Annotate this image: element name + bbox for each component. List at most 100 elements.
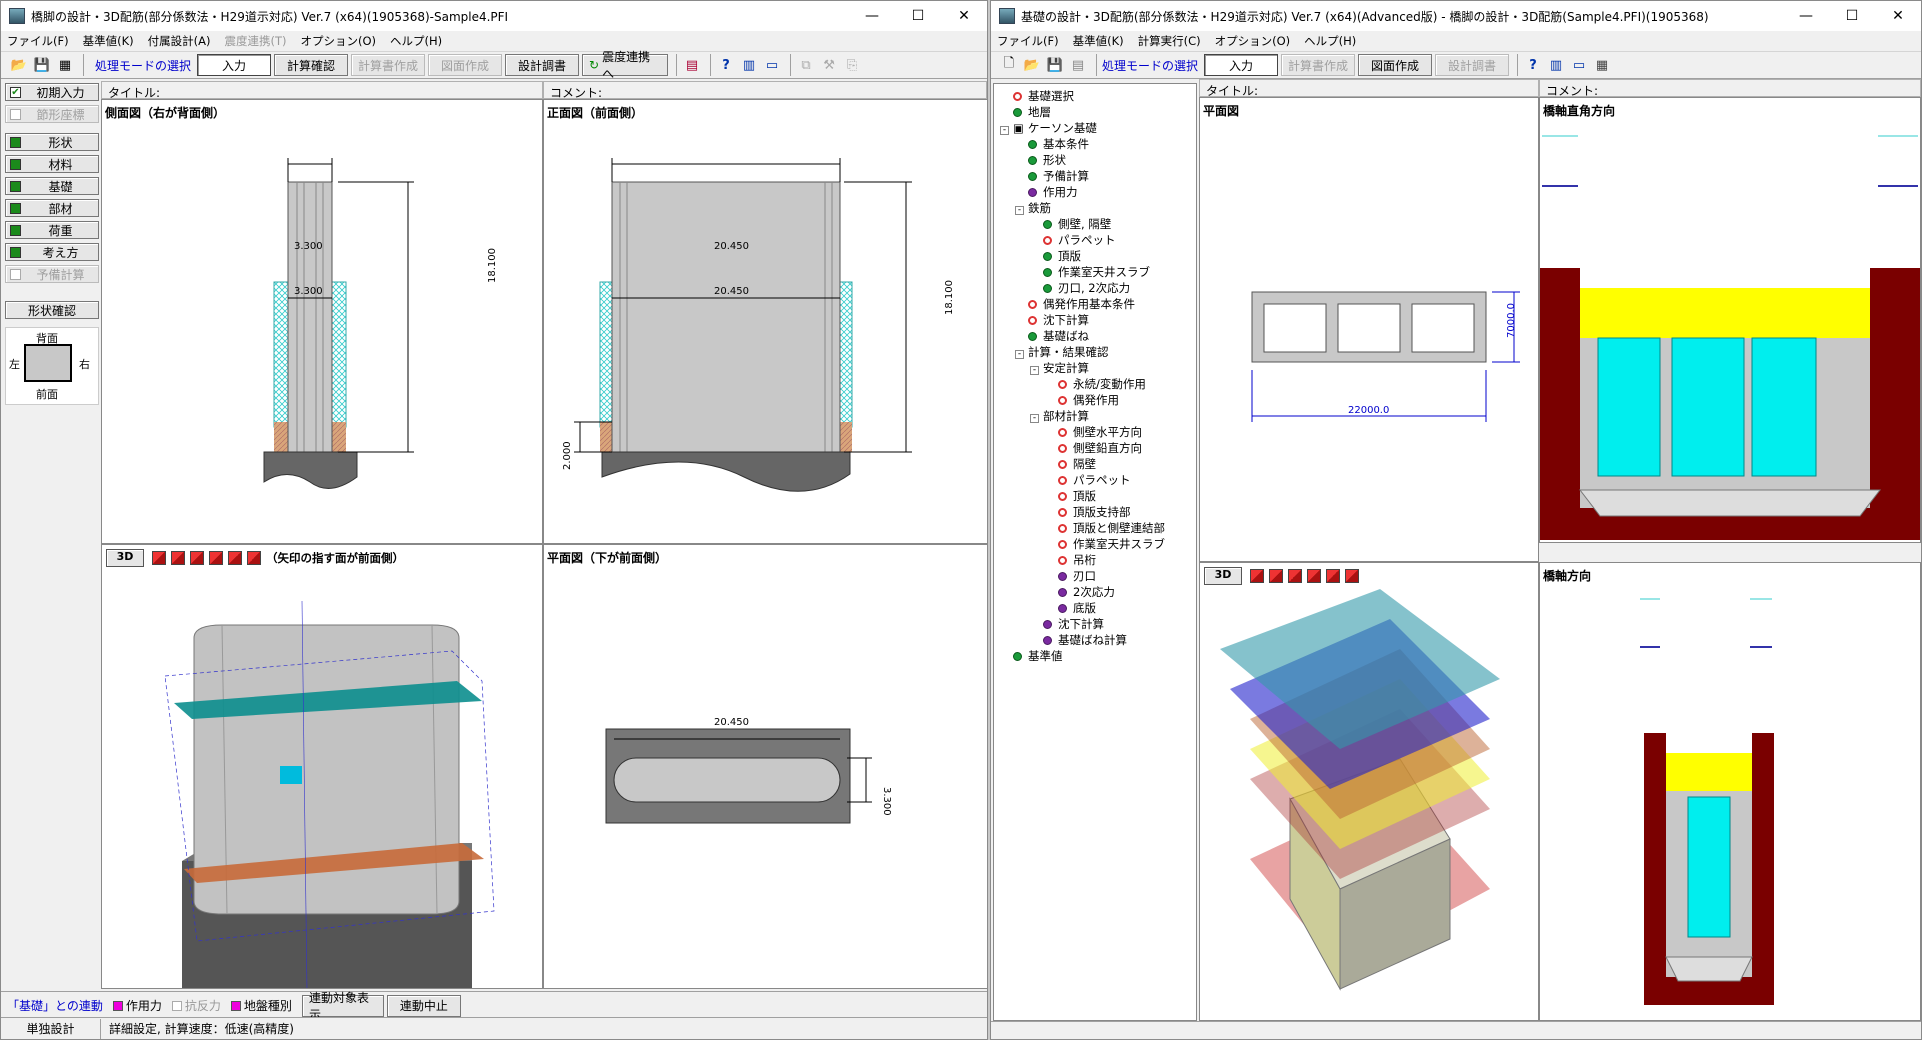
minimize-button[interactable]: — <box>1799 8 1813 24</box>
input-button[interactable]: 入力 <box>1204 54 1279 76</box>
tree-item[interactable]: 頂版 <box>1000 248 1196 264</box>
sidebar-item-precalc[interactable]: 予備計算 <box>5 265 99 283</box>
menu-calc-run[interactable]: 計算実行(C) <box>1137 34 1201 48</box>
drawing-create-button[interactable]: 図面作成 <box>428 54 503 76</box>
sidebar-item-initial[interactable]: ✔初期入力 <box>5 83 99 101</box>
side-view-panel[interactable]: 側面図（右が背面側） 3.300 3.300 18.100 <box>101 99 543 544</box>
tree-item[interactable]: 沈下計算 <box>1000 616 1196 632</box>
tree-item[interactable]: 基準値 <box>1000 648 1196 664</box>
help-icon[interactable]: ? <box>722 57 730 73</box>
close-button[interactable]: ✕ <box>1892 8 1904 24</box>
link-ground[interactable]: 地盤種別 <box>230 997 292 1014</box>
tree-item[interactable]: 沈下計算 <box>1000 312 1196 328</box>
tree-item[interactable]: 頂版と側壁連結部 <box>1000 520 1196 536</box>
link-reaction[interactable]: 抗反力 <box>171 997 221 1014</box>
cube-view-icon[interactable] <box>1269 569 1283 583</box>
open-folder-icon[interactable]: 📂 <box>1023 57 1041 73</box>
tree-item[interactable]: 基礎ばね <box>1000 328 1196 344</box>
maximize-button[interactable]: ☐ <box>911 8 925 24</box>
report-create-button[interactable]: 計算書作成 <box>1281 54 1356 76</box>
tree-item[interactable]: 予備計算 <box>1000 168 1196 184</box>
collapse-icon[interactable]: - <box>1030 366 1039 375</box>
cube-view-icon[interactable] <box>152 551 166 565</box>
menu-file[interactable]: ファイル(F) <box>7 34 69 48</box>
sidebar-item-material[interactable]: 材料 <box>5 155 99 173</box>
cube-view-icon[interactable] <box>1250 569 1264 583</box>
design-record-button[interactable]: 設計調書 <box>505 54 580 76</box>
menu-attached-design[interactable]: 付属設計(A) <box>147 34 211 48</box>
collapse-icon[interactable]: - <box>1015 350 1024 359</box>
print-icon[interactable]: ▤ <box>1071 57 1085 73</box>
collapse-icon[interactable]: - <box>1000 126 1009 135</box>
btn-3d[interactable]: 3D <box>106 549 144 567</box>
menu-standard[interactable]: 基準値(K) <box>82 34 134 48</box>
tree-item[interactable]: 永続/変動作用 <box>1000 376 1196 392</box>
tree-item[interactable]: 基礎ばね計算 <box>1000 632 1196 648</box>
view-3d-panel[interactable]: 3D <box>1199 562 1539 1021</box>
tree-item[interactable]: 刃口 <box>1000 568 1196 584</box>
menu-help[interactable]: ヘルプ(H) <box>1304 34 1357 48</box>
sidebar-item-foundation[interactable]: 基礎 <box>5 177 99 195</box>
tree-item[interactable]: -▣ケーソン基礎 <box>1000 120 1196 136</box>
card-icon[interactable]: ▭ <box>765 57 779 73</box>
book-icon[interactable]: ▥ <box>742 57 756 73</box>
input-button[interactable]: 入力 <box>197 54 272 76</box>
cube-view-icon[interactable] <box>1326 569 1340 583</box>
copy-icon[interactable]: ⧉ <box>801 57 811 73</box>
collapse-icon[interactable]: - <box>1015 206 1024 215</box>
cube-view-icon[interactable] <box>209 551 223 565</box>
cube-view-icon[interactable] <box>1345 569 1359 583</box>
menu-option[interactable]: オプション(O) <box>300 34 376 48</box>
menu-standard[interactable]: 基準値(K) <box>1072 34 1124 48</box>
card-icon[interactable]: ▭ <box>1572 57 1586 73</box>
tree-item[interactable]: 作用力 <box>1000 184 1196 200</box>
tools-icon[interactable]: ⚒ <box>823 57 835 73</box>
tree-item[interactable]: 底版 <box>1000 600 1196 616</box>
cube-view-icon[interactable] <box>228 551 242 565</box>
sidebar-item-load[interactable]: 荷重 <box>5 221 99 239</box>
perpendicular-view-panel[interactable]: 橋軸直角方向 <box>1539 97 1921 543</box>
axis-view-panel[interactable]: 橋軸方向 <box>1539 562 1921 1021</box>
tree-item[interactable]: 頂版支持部 <box>1000 504 1196 520</box>
tree-item[interactable]: 側壁鉛直方向 <box>1000 440 1196 456</box>
seismic-link-button[interactable]: ↻震度連携へ <box>582 50 669 81</box>
tree-item[interactable]: 基礎選択 <box>1000 88 1196 104</box>
drawing-create-button[interactable]: 図面作成 <box>1358 54 1433 76</box>
minimize-button[interactable]: — <box>865 8 879 24</box>
tree-item[interactable]: 形状 <box>1000 152 1196 168</box>
calculator-icon[interactable]: ▤ <box>685 57 699 73</box>
tree-item[interactable]: -部材計算 <box>1000 408 1196 424</box>
menu-file[interactable]: ファイル(F) <box>997 34 1059 48</box>
tree-item[interactable]: 作業室天井スラブ <box>1000 536 1196 552</box>
tree-item[interactable]: 2次応力 <box>1000 584 1196 600</box>
cube-view-icon[interactable] <box>171 551 185 565</box>
design-record-button[interactable]: 設計調書 <box>1435 54 1510 76</box>
tree-item[interactable]: 隔壁 <box>1000 456 1196 472</box>
cube-view-icon[interactable] <box>190 551 204 565</box>
tree-item[interactable]: 側壁水平方向 <box>1000 424 1196 440</box>
calc-check-button[interactable]: 計算確認 <box>274 54 349 76</box>
plan-view-panel[interactable]: 平面図 22000.0 7000.0 <box>1199 97 1539 562</box>
menu-option[interactable]: オプション(O) <box>1214 34 1291 48</box>
tree-item[interactable]: パラペット <box>1000 472 1196 488</box>
cube-view-icon[interactable] <box>247 551 261 565</box>
sidebar-item-member[interactable]: 部材 <box>5 199 99 217</box>
cube-view-icon[interactable] <box>1307 569 1321 583</box>
tree-item[interactable]: 作業室天井スラブ <box>1000 264 1196 280</box>
tree-item[interactable]: 偶発作用基本条件 <box>1000 296 1196 312</box>
tree-item[interactable]: 側壁, 隔壁 <box>1000 216 1196 232</box>
link-force[interactable]: 作用力 <box>112 997 162 1014</box>
cube-view-icon[interactable] <box>1288 569 1302 583</box>
maximize-button[interactable]: ☐ <box>1845 8 1859 24</box>
tree-item[interactable]: -安定計算 <box>1000 360 1196 376</box>
show-link-target-button[interactable]: 連動対象表示 <box>301 991 384 1022</box>
help-icon[interactable]: ? <box>1529 57 1537 73</box>
sidebar-item-node[interactable]: 節形座標 <box>5 105 99 123</box>
save-icon[interactable]: 💾 <box>33 57 51 73</box>
report-create-button[interactable]: 計算書作成 <box>351 54 426 76</box>
plan-view-panel[interactable]: 平面図（下が前面側） 20.450 3.300 <box>543 544 987 989</box>
save-icon[interactable]: 💾 <box>1046 57 1064 73</box>
grid-icon[interactable]: ▦ <box>1595 57 1609 73</box>
open-folder-icon[interactable]: 📂 <box>10 57 28 73</box>
new-file-icon[interactable]: 🗋 <box>1003 56 1015 71</box>
